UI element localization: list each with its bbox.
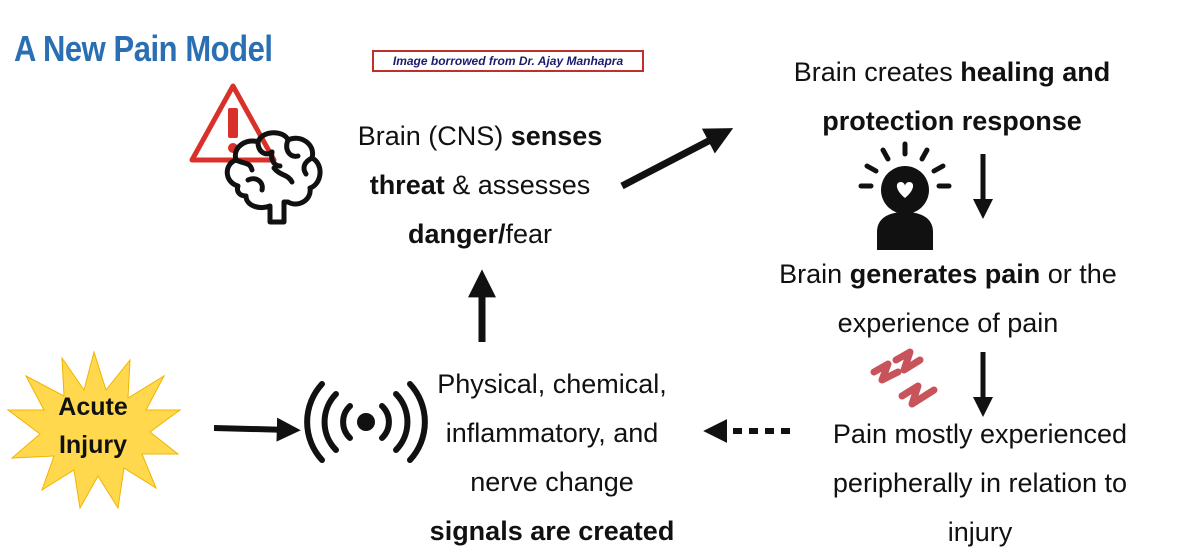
healing-bold: healing and (960, 57, 1111, 87)
acute-line1: Acute (58, 393, 128, 421)
node-brain-senses: Brain (CNS) senses threat & assesses dan… (330, 112, 630, 259)
protection-bold: protection response (822, 106, 1082, 136)
signals-bold: signals are created (429, 516, 675, 546)
node-acute-injury: Acute Injury (18, 388, 168, 464)
node-peripheral-pain: Pain mostly experienced peripherally in … (780, 410, 1180, 557)
peripheral-line2: peripherally in relation to (832, 468, 1128, 498)
threat-bold: threat (369, 170, 445, 200)
generates-text-a: Brain (779, 259, 850, 289)
node-healing-response: Brain creates healing and protection res… (752, 48, 1152, 146)
arrow-injury-to-signals (213, 417, 301, 442)
person-heart-icon (858, 141, 952, 250)
signals-line2: inflammatory, and (445, 418, 659, 448)
generates-bold: generates pain (849, 259, 1041, 289)
node-generates-pain: Brain generates pain or the experience o… (748, 250, 1148, 348)
pain-bolt-icon (870, 348, 938, 408)
signals-line3: nerve change (470, 467, 634, 497)
fear-text: fear (505, 219, 553, 249)
peripheral-line3: injury (947, 517, 1013, 547)
image-credit: Image borrowed from Dr. Ajay Manhapra (372, 50, 644, 72)
assesses-text: & assesses (444, 170, 591, 200)
peripheral-line1: Pain mostly experienced (832, 419, 1128, 449)
brain-senses-bold: senses (510, 121, 603, 151)
node-signals: Physical, chemical, inflammatory, and ne… (412, 360, 692, 556)
star-burst-icon (6, 350, 182, 510)
brain-icon (224, 130, 323, 225)
danger-bold: danger/ (407, 219, 506, 249)
signal-waves-icon (304, 381, 428, 463)
healing-text: Brain creates (793, 57, 961, 87)
generates-text-c: or the (1040, 259, 1117, 289)
arrow-brain-to-healing (620, 128, 734, 190)
page-title: A New Pain Model (14, 28, 273, 69)
brain-senses-text: Brain (CNS) (357, 121, 511, 151)
generates-line2: experience of pain (837, 308, 1059, 338)
signals-line1: Physical, chemical, (437, 369, 667, 399)
acute-line2: Injury (58, 431, 128, 459)
